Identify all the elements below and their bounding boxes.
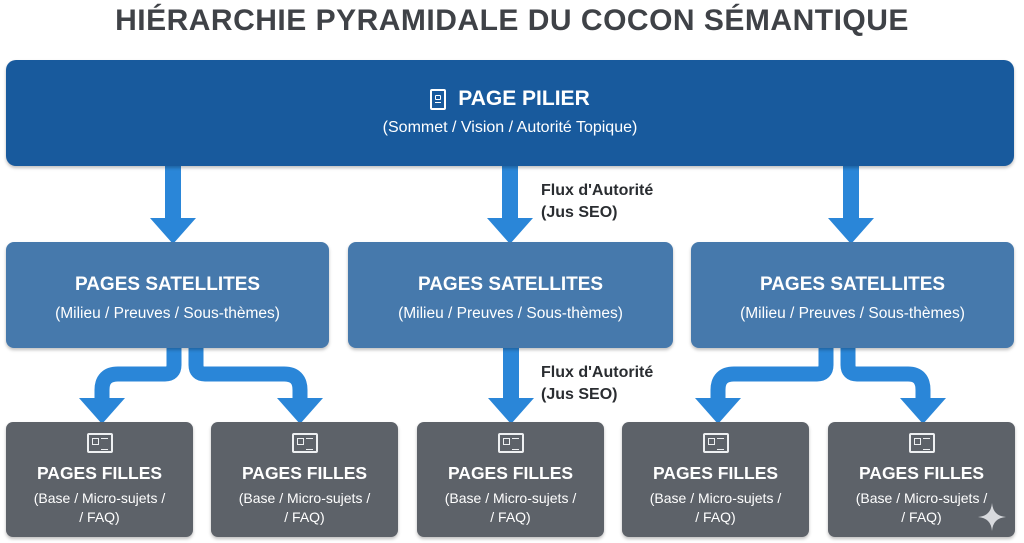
arrow-satellite-1-to-fille-1 (94, 348, 182, 402)
pilier-subtitle: (Sommet / Vision / Autorité Topique) (382, 119, 638, 136)
fille-subtitle-line1: (Base / Micro-sujets / (444, 490, 577, 506)
fille-title: PAGES FILLES (36, 463, 163, 483)
flux-label-line1: Flux d'Autorité (541, 364, 654, 381)
fille-subtitle-line2: / FAQ) (284, 509, 325, 525)
flux-label-line1: Flux d'Autorité (541, 182, 654, 199)
satellite-subtitle: (Milieu / Preuves / Sous-thèmes) (398, 305, 623, 322)
arrowhead-fille-2 (277, 398, 323, 424)
arrowhead-fille-1 (79, 398, 125, 424)
sparkle-icon (978, 503, 1006, 531)
arrow-satellite-3-to-fille-4 (710, 348, 834, 402)
pages-filles-box-4: PAGES FILLES (Base / Micro-sujets / / FA… (622, 422, 809, 537)
pages-filles-box-1: PAGES FILLES (Base / Micro-sujets / / FA… (6, 422, 193, 537)
arrowhead-fille-5 (900, 398, 946, 424)
flux-label-line2: (Jus SEO) (541, 386, 618, 403)
fille-subtitle: (Base / Micro-sujets / / FAQ) (211, 489, 398, 527)
fille-subtitle-line1: (Base / Micro-sujets / (649, 490, 782, 506)
pages-satellites-box-2: PAGES SATELLITES (Milieu / Preuves / Sou… (348, 242, 673, 348)
fille-subtitle-line1: (Base / Micro-sujets / (238, 490, 371, 506)
arrow-satellite-1-to-fille-2 (188, 348, 308, 402)
pages-satellites-box-1: PAGES SATELLITES (Milieu / Preuves / Sou… (6, 242, 329, 348)
satellite-title: PAGES SATELLITES (74, 274, 261, 295)
newspaper-icon (908, 433, 935, 453)
newspaper-icon (702, 433, 729, 453)
newspaper-icon (86, 433, 113, 453)
flux-label-top: Flux d'Autorité (Jus SEO) (541, 180, 653, 224)
arrow-pilier-to-satellite-1 (150, 166, 196, 244)
newspaper-icon (497, 433, 524, 453)
pages-satellites-box-3: PAGES SATELLITES (Milieu / Preuves / Sou… (691, 242, 1014, 348)
arrow-satellite-2-to-fille-3 (488, 348, 534, 424)
fille-subtitle-line1: (Base / Micro-sujets / (33, 490, 166, 506)
satellite-subtitle: (Milieu / Preuves / Sous-thèmes) (740, 305, 965, 322)
page-pilier-box: PAGE PILIER (Sommet / Vision / Autorité … (6, 60, 1014, 166)
fille-subtitle-line2: / FAQ) (79, 509, 120, 525)
satellite-title: PAGES SATELLITES (759, 274, 946, 295)
fille-title: PAGES FILLES (447, 463, 574, 483)
satellite-subtitle: (Milieu / Preuves / Sous-thèmes) (55, 305, 280, 322)
diagram-title: HIÉRARCHIE PYRAMIDALE DU COCON SÉMANTIQU… (115, 4, 909, 37)
fille-subtitle-line2: / FAQ) (490, 509, 531, 525)
fille-subtitle-line1: (Base / Micro-sujets / (855, 490, 988, 506)
fille-title: PAGES FILLES (858, 463, 985, 483)
fille-subtitle: (Base / Micro-sujets / / FAQ) (417, 489, 604, 527)
pages-filles-box-5: PAGES FILLES (Base / Micro-sujets / / FA… (828, 422, 1015, 537)
arrow-pilier-to-satellite-2 (487, 166, 533, 244)
document-icon (430, 88, 447, 110)
newspaper-icon (291, 433, 318, 453)
arrowhead-fille-4 (695, 398, 741, 424)
arrow-pilier-to-satellite-3 (828, 166, 874, 244)
fille-title: PAGES FILLES (652, 463, 779, 483)
fille-subtitle: (Base / Micro-sujets / / FAQ) (828, 489, 1015, 527)
fille-title: PAGES FILLES (241, 463, 368, 483)
pages-filles-box-2: PAGES FILLES (Base / Micro-sujets / / FA… (211, 422, 398, 537)
fille-subtitle: (Base / Micro-sujets / / FAQ) (622, 489, 809, 527)
pilier-title: PAGE PILIER (458, 87, 590, 110)
arrow-satellite-3-to-fille-5 (840, 348, 931, 402)
satellite-title: PAGES SATELLITES (417, 274, 604, 295)
fille-subtitle-line2: / FAQ) (695, 509, 736, 525)
fille-subtitle-line2: / FAQ) (901, 509, 942, 525)
flux-label-line2: (Jus SEO) (541, 204, 618, 221)
pages-filles-box-3: PAGES FILLES (Base / Micro-sujets / / FA… (417, 422, 604, 537)
fille-subtitle: (Base / Micro-sujets / / FAQ) (6, 489, 193, 527)
flux-label-bottom: Flux d'Autorité (Jus SEO) (541, 362, 653, 406)
